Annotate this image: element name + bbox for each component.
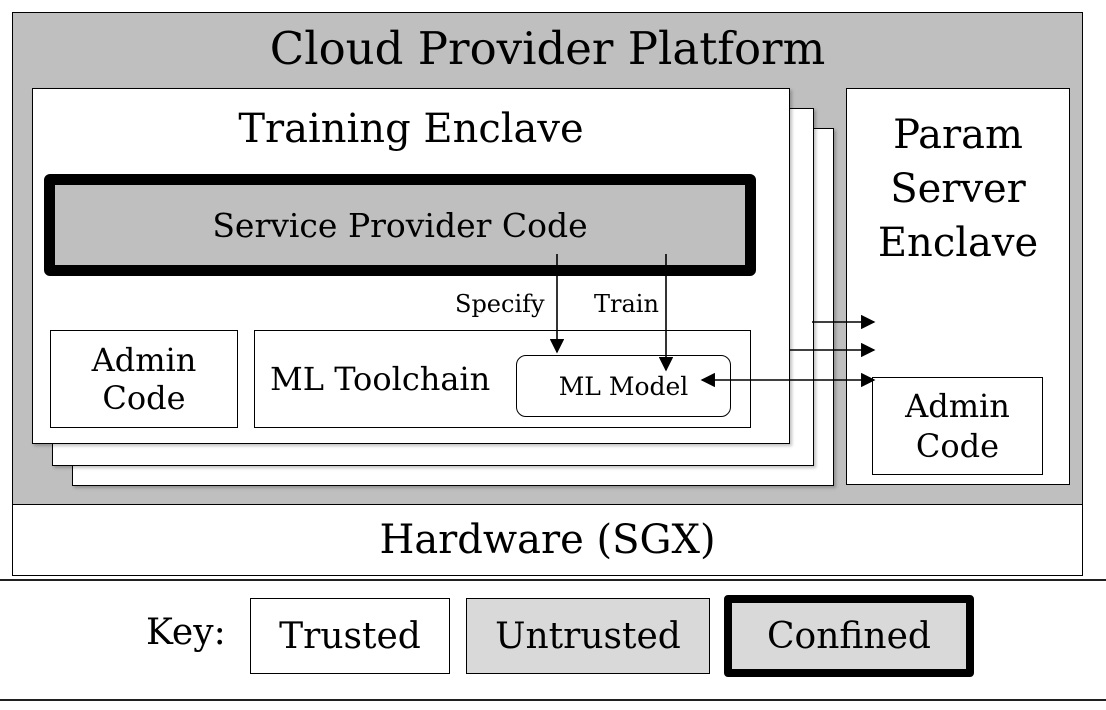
service-provider-code: Service Provider Code <box>44 174 756 276</box>
specify-label: Specify <box>455 290 545 318</box>
training-admin-code: Admin Code <box>50 330 238 428</box>
key-label: Key: <box>146 612 226 653</box>
key-confined: Confined <box>724 595 974 677</box>
key-trusted: Trusted <box>250 598 450 674</box>
training-enclave-title: Training Enclave <box>238 106 584 152</box>
key-trusted-label: Trusted <box>279 615 421 657</box>
param-admin-code: Admin Code <box>872 377 1043 475</box>
param-admin-code-line2: Code <box>915 427 1000 465</box>
param-admin-code-line1: Admin <box>905 387 1010 425</box>
param-server-title-line3: Enclave <box>877 220 1039 266</box>
key-untrusted-label: Untrusted <box>495 615 681 657</box>
hardware-sgx: Hardware (SGX) <box>12 504 1083 576</box>
ml-model: ML Model <box>516 355 731 417</box>
platform-title: Cloud Provider Platform <box>269 22 826 75</box>
ml-model-label: ML Model <box>558 371 689 401</box>
train-label: Train <box>594 290 659 318</box>
param-server-title-line2: Server <box>890 166 1026 212</box>
training-admin-code-line2: Code <box>102 379 186 417</box>
ml-toolchain-label: ML Toolchain <box>270 360 491 398</box>
training-admin-code-line1: Admin <box>91 341 197 379</box>
key-untrusted: Untrusted <box>466 598 710 674</box>
key-confined-label: Confined <box>767 615 931 657</box>
hardware-label: Hardware (SGX) <box>379 517 716 563</box>
param-server-title-line1: Param <box>893 112 1023 158</box>
param-server-title: Param Server Enclave <box>846 108 1070 270</box>
service-provider-code-label: Service Provider Code <box>212 205 588 245</box>
